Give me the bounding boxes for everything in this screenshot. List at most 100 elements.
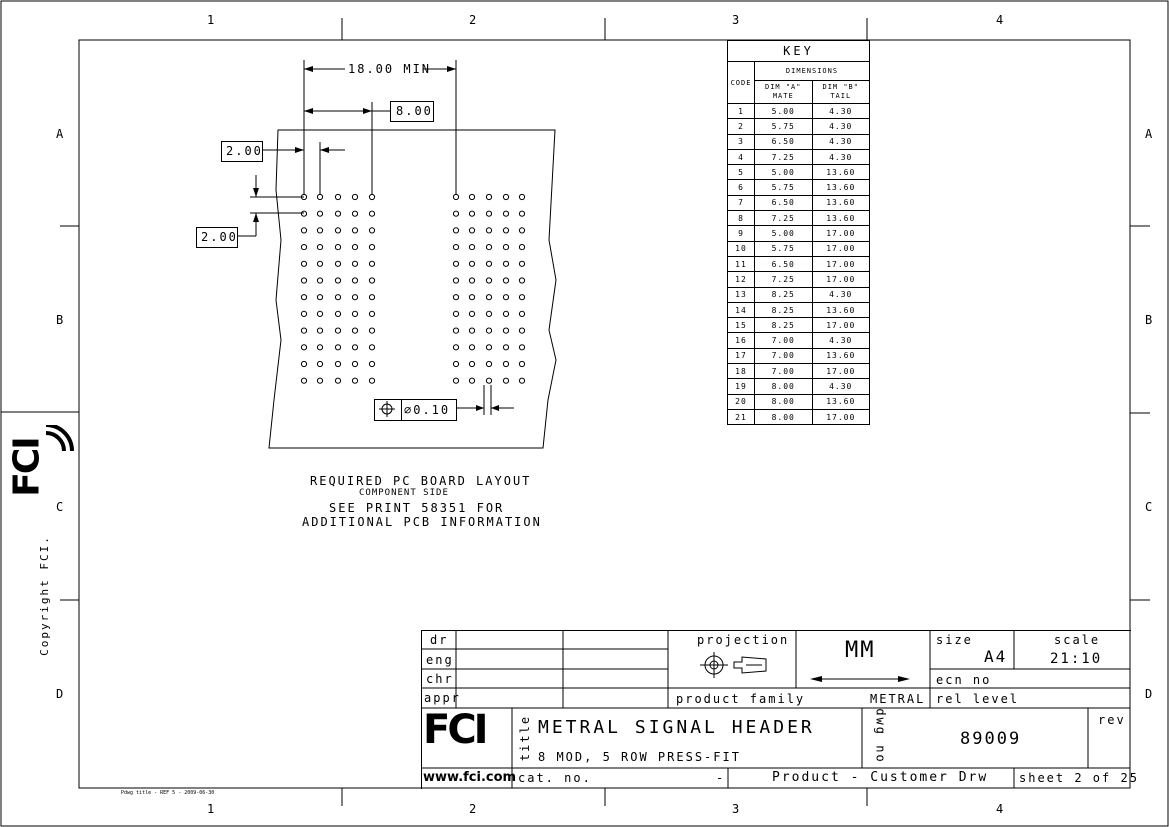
pcb-hole: [300, 327, 308, 334]
pcb-hole: [468, 377, 476, 384]
website-link[interactable]: www.fci.com: [423, 770, 517, 785]
zone-right-a: A: [1145, 127, 1155, 141]
pcb-hole: [502, 377, 510, 384]
pcb-hole: [518, 294, 526, 301]
pcb-hole: [452, 377, 460, 384]
zone-right-c: C: [1145, 500, 1155, 514]
dim-2v-box: 2.00: [196, 227, 238, 248]
pcb-hole: [502, 210, 510, 217]
pcb-hole: [368, 260, 376, 267]
dim-8-box: 8.00: [390, 101, 434, 122]
pcb-hole: [351, 310, 359, 317]
tb-size: A4: [984, 647, 1008, 666]
zone-top-2: 2: [469, 13, 479, 27]
key-table: KEY CODE DIMENSIONS DIM "A" MATE DIM "B"…: [727, 40, 870, 426]
tb-projection: projection: [697, 633, 790, 647]
zone-bottom-1: 1: [207, 802, 217, 816]
key-col-a: DIM "A" MATE: [754, 80, 813, 104]
tb-chr: chr: [426, 672, 454, 686]
pcb-outline: [268, 129, 557, 449]
pcb-hole: [300, 310, 308, 317]
pcb-hole: [502, 193, 510, 201]
zone-right-d: D: [1145, 687, 1155, 701]
pcb-hole: [485, 260, 493, 267]
pcb-hole: [334, 227, 342, 234]
pcb-hole: [351, 377, 359, 384]
pcb-hole: [351, 327, 359, 334]
pcb-hole: [452, 227, 460, 234]
key-dim-b-cell: 4.30: [811, 148, 870, 166]
tb-dwg-no: 89009: [960, 729, 1022, 749]
pcb-hole: [300, 260, 308, 267]
pcb-hole: [316, 344, 324, 351]
pcb-hole: [368, 377, 376, 384]
pcb-hole: [485, 294, 493, 301]
tb-cat-label: cat. no.: [518, 771, 592, 785]
tb-cat-value: -: [716, 771, 726, 785]
pcb-hole: [351, 360, 359, 368]
tb-drw-type: Product - Customer Drw: [772, 770, 989, 785]
pcb-hole: [485, 310, 493, 317]
pcb-hole: [518, 360, 526, 368]
pcb-hole: [468, 344, 476, 351]
pcb-hole: [485, 210, 493, 217]
zone-top-4: 4: [996, 13, 1006, 27]
zone-top-3: 3: [732, 13, 742, 27]
pcb-hole: [368, 227, 376, 234]
zone-bottom-3: 3: [732, 802, 742, 816]
hole-pattern: [300, 193, 526, 384]
pcb-hole: [452, 360, 460, 368]
pcb-hole: [334, 210, 342, 217]
pcb-hole: [468, 260, 476, 267]
pcb-hole: [334, 244, 342, 251]
pcb-hole: [316, 277, 324, 284]
key-dim-b-cell: 17.00: [811, 408, 870, 426]
dim-2v-label: 2.00: [201, 230, 238, 244]
pcb-hole: [485, 193, 493, 201]
tb-subtitle: 8 MOD, 5 ROW PRESS-FIT: [538, 750, 741, 764]
pcb-hole: [452, 277, 460, 284]
pcb-hole: [316, 310, 324, 317]
pcb-hole: [300, 277, 308, 284]
pcb-hole: [351, 277, 359, 284]
pcb-hole: [518, 344, 526, 351]
tb-title-label: title: [518, 714, 533, 762]
pcb-hole: [300, 244, 308, 251]
pcb-hole: [468, 327, 476, 334]
pcb-hole: [502, 244, 510, 251]
tolerance-frame: ∅0.10: [374, 399, 457, 421]
pcb-hole: [485, 244, 493, 251]
pcb-hole: [300, 210, 308, 217]
pcb-hole: [502, 227, 510, 234]
pcb-hole: [351, 227, 359, 234]
pcb-hole: [316, 327, 324, 334]
pcb-hole: [518, 193, 526, 201]
pcb-hole: [368, 360, 376, 368]
pcb-hole: [368, 327, 376, 334]
pcb-hole: [334, 294, 342, 301]
tb-size-label: size: [936, 633, 973, 647]
pcb-hole: [502, 360, 510, 368]
pcb-hole: [468, 227, 476, 234]
key-code-cell: 3: [727, 133, 755, 150]
pcb-hole: [316, 377, 324, 384]
pcb-hole: [316, 227, 324, 234]
note-line-2: COMPONENT SIDE: [359, 488, 449, 498]
pcb-hole: [468, 193, 476, 201]
pcb-hole: [351, 244, 359, 251]
pcb-hole: [452, 344, 460, 351]
pcb-hole: [368, 294, 376, 301]
tb-product-family-label: product family: [676, 692, 806, 706]
pcb-hole: [368, 244, 376, 251]
footer-note: Pdwg title - REF 5 - 2009-06-30: [121, 790, 215, 796]
key-code-cell: 8: [727, 210, 755, 227]
zone-bottom-2: 2: [469, 802, 479, 816]
pcb-hole: [468, 294, 476, 301]
